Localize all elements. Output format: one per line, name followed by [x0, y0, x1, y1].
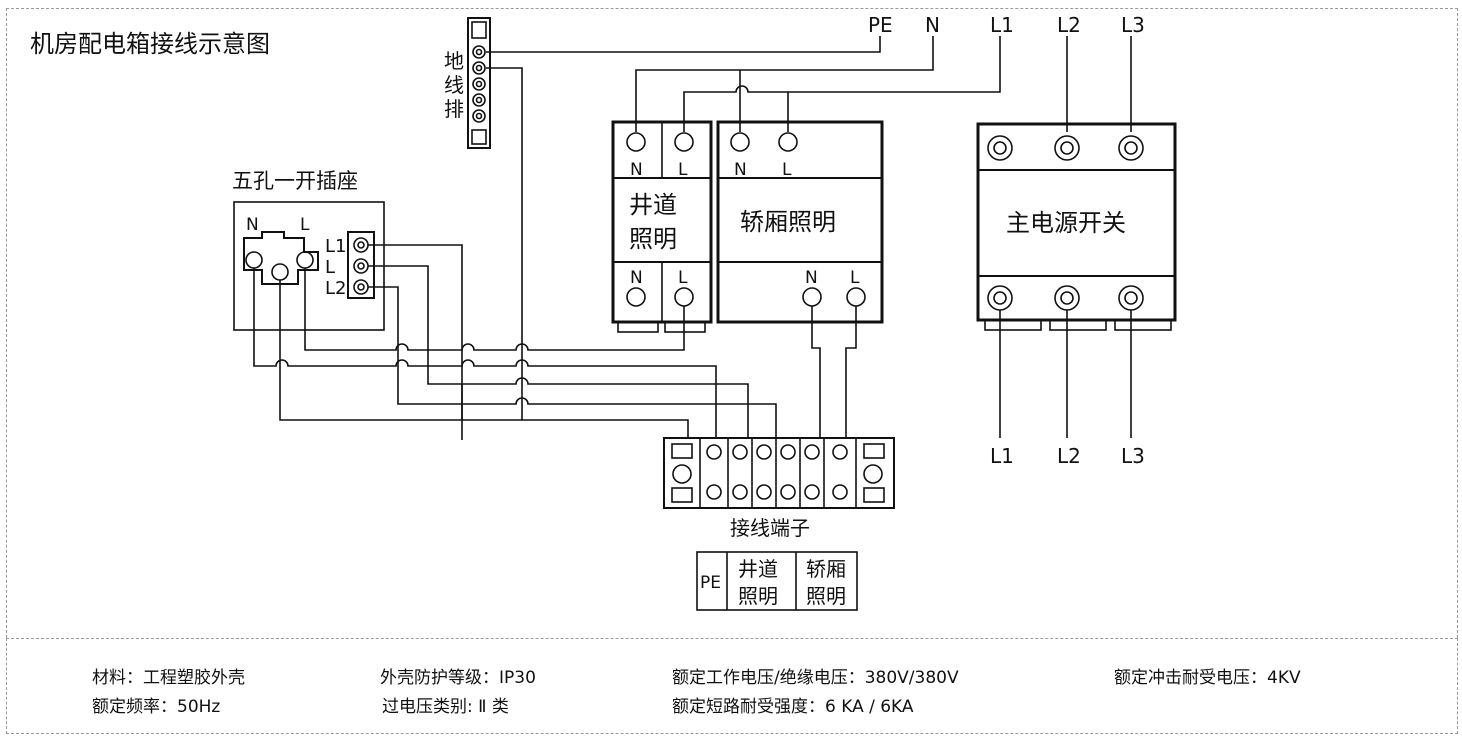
socket-title: 五孔一开插座	[232, 169, 358, 193]
legend-shaft-line1: 井道	[738, 557, 778, 581]
shaft-top-n-label: N	[630, 160, 643, 180]
legend-car-line1: 轿厢	[806, 557, 846, 581]
car-top-l-label: L	[782, 160, 792, 180]
socket-n-label: N	[246, 215, 259, 235]
ground-bar-label-2: 线	[444, 73, 464, 97]
main-power-switch	[976, 122, 1177, 438]
spec-impulse: 额定冲击耐受电压：4KV	[1114, 668, 1301, 688]
switch-l2-label: L2	[325, 278, 346, 299]
breaker-shaft-lighting	[611, 120, 713, 333]
car-name: 轿厢照明	[740, 208, 836, 236]
specs-frame	[6, 638, 1458, 734]
shaft-bottom-l-label: L	[678, 268, 688, 288]
shaft-top-l-label: L	[678, 160, 688, 180]
switch-l-label: L	[325, 257, 335, 278]
output-label-l1: L1	[990, 444, 1014, 468]
diagram-frame	[6, 8, 1458, 638]
supply-label-l3: L3	[1121, 13, 1145, 37]
output-label-l2: L2	[1057, 444, 1081, 468]
diagram-title: 机房配电箱接线示意图	[30, 30, 270, 58]
legend-shaft-line2: 照明	[738, 584, 778, 608]
supply-label-pe: PE	[868, 13, 893, 37]
socket-wiring	[253, 244, 857, 440]
terminal-block-title: 接线端子	[730, 516, 810, 540]
ground-bar-label-1: 地	[444, 49, 464, 73]
car-bottom-n-label: N	[805, 268, 818, 288]
supply-label-l2: L2	[1057, 13, 1081, 37]
ground-bar	[467, 17, 491, 149]
shaft-name-line1: 井道	[629, 191, 677, 219]
main-switch-name: 主电源开关	[1006, 209, 1126, 237]
socket-l-label: L	[300, 215, 310, 235]
car-bottom-l-label: L	[850, 268, 860, 288]
spec-protection: 外壳防护等级：IP30	[380, 668, 536, 688]
supply-label-n: N	[925, 13, 940, 37]
terminal-legend	[696, 551, 858, 611]
legend-car-line2: 照明	[806, 584, 846, 608]
legend-pe: PE	[700, 573, 721, 593]
top-wiring	[486, 36, 1132, 340]
spec-voltage: 额定工作电压/绝缘电压：380V/380V	[672, 668, 959, 688]
spec-material: 材料：工程塑胶外壳	[92, 668, 245, 688]
spec-short-circuit: 额定短路耐受强度：6 KA / 6KA	[672, 697, 914, 717]
terminal-block	[663, 437, 895, 509]
shaft-name-line2: 照明	[629, 225, 677, 253]
car-top-n-label: N	[734, 160, 747, 180]
spec-frequency: 额定频率：50Hz	[92, 697, 221, 717]
shaft-bottom-n-label: N	[630, 268, 643, 288]
switch-l1-label: L1	[325, 236, 346, 257]
output-label-l3: L3	[1121, 444, 1145, 468]
supply-label-l1: L1	[990, 13, 1014, 37]
breaker-car-lighting	[716, 120, 884, 324]
spec-overvoltage: 过电压类别: Ⅱ 类	[382, 697, 509, 717]
ground-bar-label-3: 排	[444, 97, 464, 121]
